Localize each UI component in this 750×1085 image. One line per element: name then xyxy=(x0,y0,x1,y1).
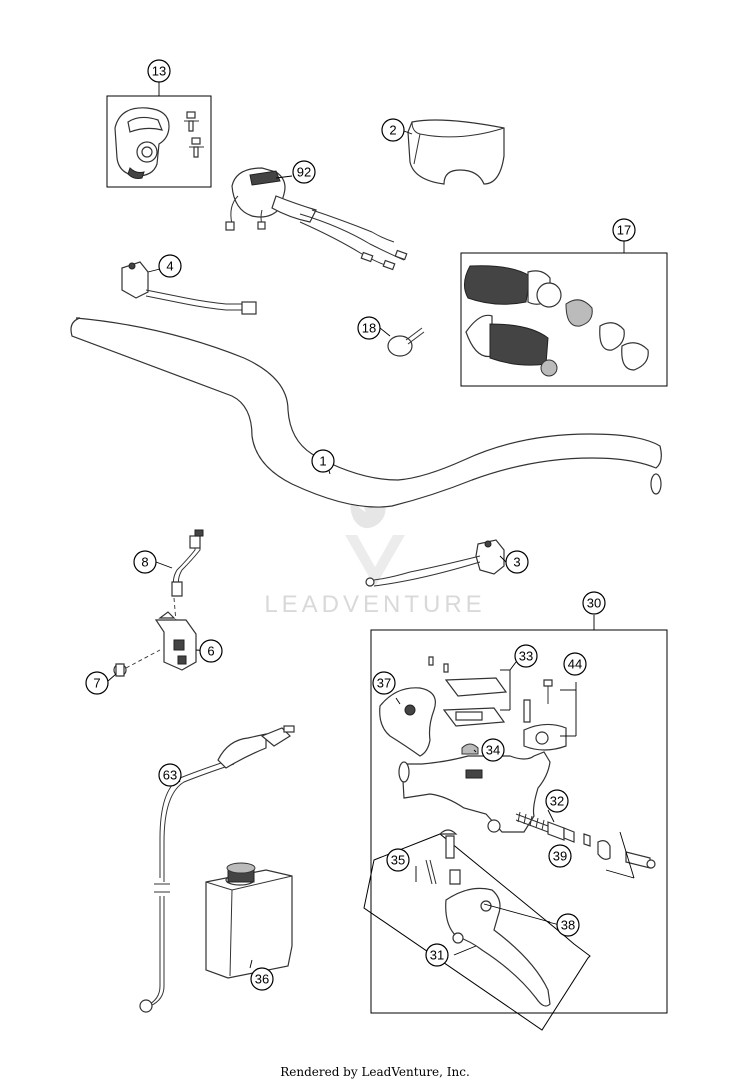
callout-35: 35 xyxy=(386,848,410,872)
part-6-switch-holder xyxy=(154,611,197,671)
callout-31-label: 31 xyxy=(430,948,444,963)
callout-13-label: 13 xyxy=(152,64,166,79)
group-box-30 xyxy=(370,629,668,1014)
part-1-handlebar xyxy=(70,317,662,508)
callout-6: 6 xyxy=(199,639,223,663)
part-30-clutch-master-cylinder-assy xyxy=(363,615,668,1031)
part-18-cable-tie xyxy=(387,327,425,357)
callout-18: 18 xyxy=(357,316,381,340)
part-17-grip-set xyxy=(460,241,668,387)
part-3-start-switch xyxy=(365,539,505,587)
callout-2-label: 2 xyxy=(389,123,396,138)
callout-37-label: 37 xyxy=(377,676,391,691)
part-36-fluid-bottle xyxy=(205,862,293,979)
callout-17-label: 17 xyxy=(617,223,631,238)
callout-92-label: 92 xyxy=(297,165,311,180)
callout-36-label: 36 xyxy=(255,972,269,987)
group-box-17 xyxy=(460,252,668,387)
part-13-switch-housing xyxy=(106,82,212,188)
callout-92: 92 xyxy=(292,160,316,184)
footer-credit: Rendered by LeadVenture, Inc. xyxy=(280,1065,470,1079)
part-4-kill-switch xyxy=(121,261,257,315)
callout-3: 3 xyxy=(505,550,529,574)
callout-32: 32 xyxy=(545,789,569,813)
callout-8: 8 xyxy=(133,550,157,574)
part-37-lever-cover xyxy=(379,687,436,757)
callout-13: 13 xyxy=(147,59,171,83)
callout-1: 1 xyxy=(311,449,335,473)
part-92-throttle-assembly xyxy=(225,167,408,271)
part-39-adjuster xyxy=(583,831,656,879)
callout-35-label: 35 xyxy=(391,853,405,868)
callout-3-label: 3 xyxy=(513,555,520,570)
callout-44-label: 44 xyxy=(568,657,582,672)
callout-7-label: 7 xyxy=(93,676,100,691)
callout-30: 30 xyxy=(582,591,606,615)
part-44-clamp xyxy=(523,679,577,751)
callout-30-label: 30 xyxy=(587,596,601,611)
callout-39-label: 39 xyxy=(553,849,567,864)
callout-44: 44 xyxy=(563,652,587,676)
part-7-screw xyxy=(113,649,161,677)
part-33-reservoir-cover xyxy=(428,656,508,727)
callout-7: 7 xyxy=(85,671,109,695)
callout-6-label: 6 xyxy=(207,644,214,659)
part-35-pivot-pin xyxy=(363,829,591,1031)
callout-4: 4 xyxy=(158,254,182,278)
callout-36: 36 xyxy=(250,967,274,991)
callout-39: 39 xyxy=(548,844,572,868)
callout-32-label: 32 xyxy=(550,794,564,809)
callout-1-label: 1 xyxy=(319,454,326,469)
part-34-bleed-screw xyxy=(461,743,479,755)
part-8-switch-cable xyxy=(171,529,204,623)
callout-2: 2 xyxy=(381,118,405,142)
part-31-clutch-lever xyxy=(445,887,551,1007)
callout-33: 33 xyxy=(514,644,538,668)
callout-4-label: 4 xyxy=(166,259,173,274)
callout-8-label: 8 xyxy=(141,555,148,570)
callout-38-label: 38 xyxy=(561,918,575,933)
watermark-text: LEADVENTURE xyxy=(264,591,485,618)
callout-34: 34 xyxy=(481,738,505,762)
callout-31: 31 xyxy=(425,943,449,967)
part-2-handlebar-pad xyxy=(407,119,505,185)
callout-34-label: 34 xyxy=(486,743,500,758)
callout-38: 38 xyxy=(556,913,580,937)
callout-17: 17 xyxy=(612,218,636,242)
callout-18-label: 18 xyxy=(362,321,376,336)
part-32-piston-kit xyxy=(515,811,575,843)
callout-63: 63 xyxy=(158,763,182,787)
callout-63-label: 63 xyxy=(163,768,177,783)
part-63-clutch-hose xyxy=(139,725,295,1013)
callout-33-label: 33 xyxy=(519,649,533,664)
callout-37: 37 xyxy=(372,671,396,695)
master-cylinder-body xyxy=(398,751,551,833)
